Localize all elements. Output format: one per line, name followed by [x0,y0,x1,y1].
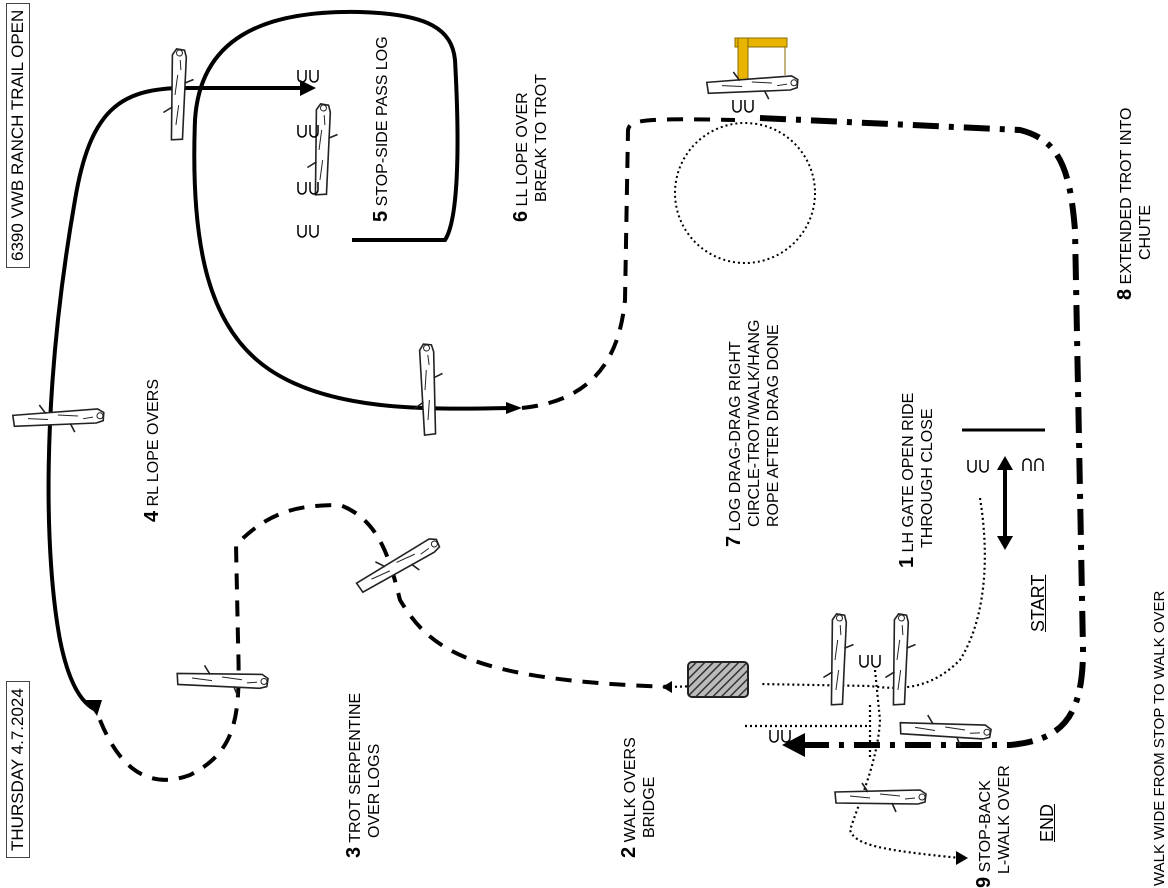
cone-pair-icon [769,729,791,743]
direction-arrow-icon [300,80,316,96]
date-header: THURSDAY 4.7.2024 [6,681,30,858]
log-icon [305,102,340,197]
obstacle-4-label: 4 RL LOPE OVERS [141,378,163,522]
event-header: 6390 VWB RANCH TRAIL OPEN [6,2,30,268]
route-solid-lope [46,86,310,712]
obstacle-5-label: 5 STOP-SIDE PASS LOG [370,36,392,222]
obstacle-7-label: 7 LOG DRAG-DRAG RIGHT CIRCLE-TROT/WALK/H… [723,319,782,547]
start-marker: START [1028,574,1048,632]
obstacle-2-label: 2 WALK OVERS BRIDGE [618,737,658,858]
log-icon [821,612,856,707]
drag-circle [674,122,816,264]
cone-pair-icon [732,99,754,113]
obstacle-6-label: 6 LL LOPE OVER BREAK TO TROT [510,73,550,222]
cone-pair-icon [297,124,319,138]
bridge-icon [687,661,749,698]
footer-note: WALK WIDE FROM STOP TO WALK OVER [1151,590,1168,886]
log-icon [834,782,927,813]
log-icon [11,400,106,437]
log-icon [161,47,196,142]
end-marker: END [1037,803,1057,842]
obstacle-9-label: 9 STOP-BACK L-WALK OVER [973,765,1013,888]
cone-pair-icon [859,654,881,668]
event-text: 6390 VWB RANCH TRAIL OPEN [8,9,27,261]
route-solid-loop [192,9,511,411]
cone-pair-icon [1022,458,1044,472]
obstacle-8-label: 8 EXTENDED TROT INTO CHUTE [1114,107,1154,301]
route-dash-dot-extended-trot [759,115,1087,748]
obstacle-3-label: 3 TROT SERPENTINE OVER LOGS [343,692,383,858]
cone-pair-icon [297,224,319,238]
direction-arrow-icon [506,402,522,414]
direction-arrow-icon [782,733,805,757]
cone-pair-icon [297,69,319,83]
log-icon [351,529,447,602]
log-icon [883,612,918,707]
direction-arrow-icon [662,681,672,693]
direction-arrow-icon [956,851,968,865]
route-dashed-lope [521,117,736,410]
gate-swing-arrow [997,456,1013,550]
cone-pair-icon [967,459,989,473]
route-dashed-serpentine [98,502,671,782]
log-icon [175,663,270,698]
obstacle-1-label: 1 LH GATE OPEN RIDE THROUGH CLOSE [896,392,936,568]
log-icon [411,342,446,437]
route-dotted-lwalk [745,705,872,760]
route-dotted-start [759,497,986,689]
direction-arrow-icon [86,700,102,716]
date-text: THURSDAY 4.7.2024 [8,688,27,851]
